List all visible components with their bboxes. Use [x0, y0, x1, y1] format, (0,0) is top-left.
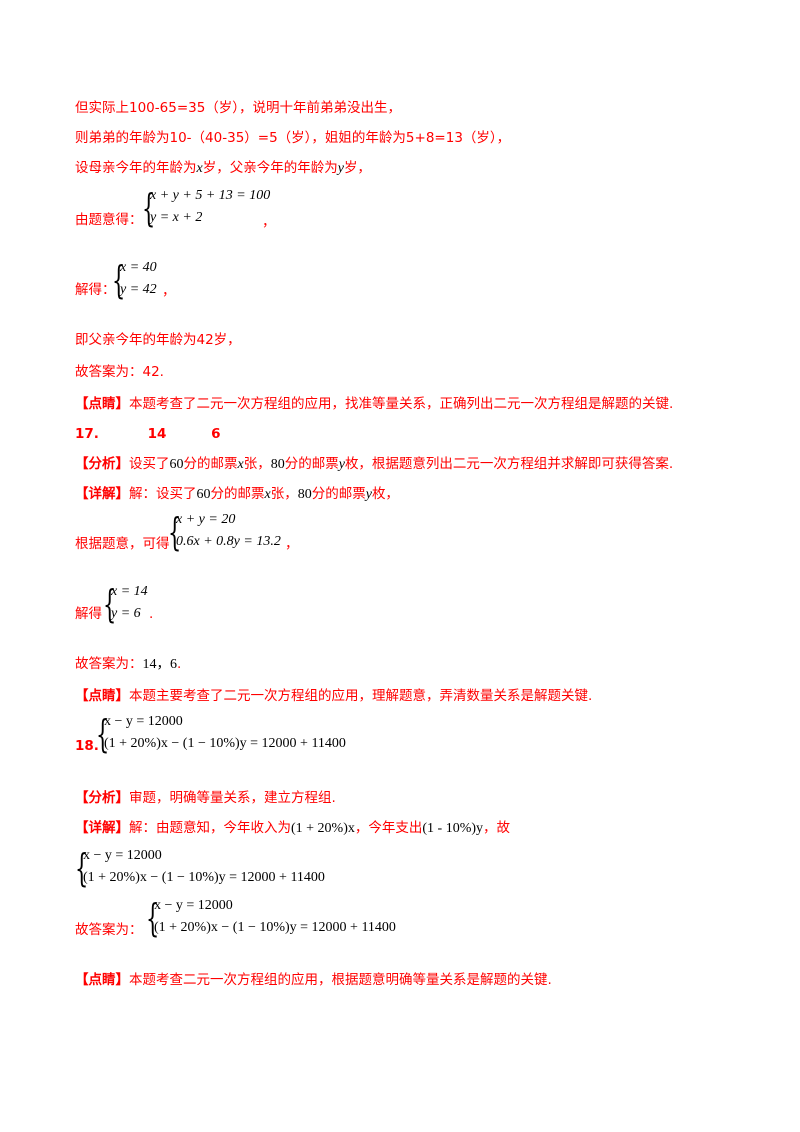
var-x: x	[237, 457, 244, 472]
text: 分的邮票	[183, 456, 238, 472]
num: 80	[297, 487, 312, 502]
text: 设买了	[129, 456, 170, 472]
text-line-7: 故答案为：42.	[75, 364, 164, 380]
answer-2: 6	[211, 426, 221, 442]
text: 本题考查二元一次方程组的应用，根据题意明确等量关系是解题的关键.	[129, 972, 552, 988]
text: 分的邮票	[311, 486, 366, 502]
answer-value: 6	[170, 657, 177, 672]
text: 岁，	[343, 160, 371, 176]
text-line-1: 但实际上100-65=35（岁），说明十年前弟弟没出生，	[75, 100, 402, 116]
text-line-2: 则弟弟的年龄为10-（40-35）=5（岁），姐姐的年龄为5+8=13（岁），	[75, 130, 511, 146]
var-x: x	[196, 161, 203, 176]
tag-fenxi: 【分析】	[75, 790, 129, 806]
text: 枚，根据题意列出二元一次方程组并求解即可获得答案.	[344, 456, 674, 472]
question-18-number: 18.	[75, 738, 99, 754]
tag-dianjing: 【点睛】	[75, 972, 129, 988]
equation-system-5: { x − y = 12000 (1 + 20%)x − (1 − 10%)y …	[96, 712, 416, 756]
tag-xiangjie: 【详解】	[75, 486, 129, 502]
eq-row: (1 + 20%)x − (1 − 10%)y = 12000 + 11400	[104, 736, 346, 751]
brace-icon: {	[96, 712, 110, 756]
brace-icon: {	[142, 186, 156, 230]
punct: ，	[262, 214, 276, 230]
equation-system-4: { x = 14 y = 6	[103, 582, 163, 626]
text: 解：由题意知，今年收入为	[129, 820, 291, 836]
tag-xiangjie: 【详解】	[75, 820, 129, 836]
eq-row: x − y = 12000	[154, 898, 233, 913]
text-line-10: 【详解】解：设买了60分的邮票x张，80分的邮票y枚，	[75, 484, 399, 505]
answer-1: 14	[147, 426, 167, 442]
eq-label-2: 解得：	[75, 282, 116, 298]
num: 80	[270, 457, 285, 472]
equation-system-7: { x − y = 12000 (1 + 20%)x − (1 − 10%)y …	[146, 896, 466, 940]
equation-system-2: { x = 40 y = 42	[112, 258, 182, 302]
text: 解：设买了	[129, 486, 197, 502]
text-line-15: 【分析】审题，明确等量关系，建立方程组.	[75, 788, 336, 808]
eq-row: x + y = 20	[176, 512, 236, 527]
eq-row: x + y + 5 + 13 = 100	[150, 188, 271, 203]
eq-row: y = x + 2	[150, 210, 203, 225]
text: ，今年支出	[354, 820, 423, 836]
expr: (1 + 20%)x	[291, 821, 355, 836]
text: ，故	[483, 820, 511, 836]
text-line-6: 即父亲今年的年龄为42岁，	[75, 332, 241, 348]
text: 故答案为：	[75, 656, 143, 672]
brace-icon: {	[112, 258, 126, 302]
equation-system-3: { x + y = 20 0.6x + 0.8y = 13.2	[168, 510, 298, 554]
eq-row: (1 + 20%)x − (1 − 10%)y = 12000 + 11400	[83, 870, 325, 885]
answer-value: 14	[142, 657, 157, 672]
expr: (1 - 10%)y	[422, 821, 484, 836]
punct: .	[149, 606, 154, 622]
question-17: 17. 14 6	[75, 424, 221, 444]
num: 60	[169, 457, 184, 472]
tag-dianjing: 【点睛】	[75, 688, 129, 704]
equation-system-1: { x + y + 5 + 13 = 100 y = x + 2	[142, 186, 282, 230]
tag-dianjing: 【点睛】	[75, 396, 129, 412]
text: 设母亲今年的年龄为	[75, 160, 197, 176]
var-y: y	[338, 457, 345, 472]
text: 枚，	[371, 486, 399, 502]
text: .	[177, 656, 182, 672]
eq-label-7: 故答案为：	[75, 922, 143, 938]
eq-row: x − y = 12000	[104, 714, 183, 729]
eq-label-3: 根据题意，可得	[75, 536, 170, 552]
text-line-19: 【点睛】本题考查二元一次方程组的应用，根据题意明确等量关系是解题的关键.	[75, 970, 552, 990]
text-line-16: 【详解】解：由题意知，今年收入为(1 + 20%)x，今年支出(1 - 10%)…	[75, 818, 510, 839]
text-line-13: 故答案为：14，6.	[75, 654, 181, 675]
num: 60	[196, 487, 211, 502]
brace-icon: {	[168, 510, 182, 554]
var-y: y	[365, 487, 372, 502]
text-line-14: 【点睛】本题主要考查了二元一次方程组的应用，理解题意，弄清数量关系是解题关键.	[75, 686, 592, 706]
equation-system-6: { x − y = 12000 (1 + 20%)x − (1 − 10%)y …	[75, 846, 395, 890]
eq-row: x − y = 12000	[83, 848, 162, 863]
text: 张，	[270, 486, 298, 502]
tag-fenxi: 【分析】	[75, 456, 129, 472]
eq-row: (1 + 20%)x − (1 − 10%)y = 12000 + 11400	[154, 920, 396, 935]
eq-row: 0.6x + 0.8y = 13.2	[176, 534, 281, 549]
brace-icon: {	[103, 582, 117, 626]
punct: ，	[162, 283, 176, 299]
punct: ，	[285, 536, 299, 552]
text: 分的邮票	[210, 486, 265, 502]
text-line-3: 设母亲今年的年龄为x岁，父亲今年的年龄为y岁，	[75, 158, 371, 179]
eq-row: x = 14	[111, 584, 148, 599]
eq-label-4: 解得	[75, 606, 102, 622]
text: 分的邮票	[284, 456, 339, 472]
eq-row: y = 6	[111, 606, 141, 621]
var-x: x	[264, 487, 271, 502]
eq-row: y = 42	[120, 282, 157, 297]
text: 岁，父亲今年的年龄为	[202, 160, 338, 176]
text-line-9: 【分析】设买了60分的邮票x张，80分的邮票y枚，根据题意列出二元一次方程组并求…	[75, 454, 673, 475]
brace-icon: {	[75, 846, 89, 890]
question-number: 17.	[75, 426, 99, 442]
var-y: y	[337, 161, 344, 176]
eq-row: x = 40	[120, 260, 157, 275]
text: 本题考查了二元一次方程组的应用，找准等量关系，正确列出二元一次方程组是解题的关键…	[129, 396, 674, 412]
text-line-8: 【点睛】本题考查了二元一次方程组的应用，找准等量关系，正确列出二元一次方程组是解…	[75, 394, 673, 414]
text: 张，	[243, 456, 271, 472]
eq-label-1: 由题意得：	[75, 212, 143, 228]
sep: ，	[156, 656, 171, 672]
text: 本题主要考查了二元一次方程组的应用，理解题意，弄清数量关系是解题关键.	[129, 688, 593, 704]
brace-icon: {	[146, 896, 160, 940]
text: 审题，明确等量关系，建立方程组.	[129, 790, 336, 806]
